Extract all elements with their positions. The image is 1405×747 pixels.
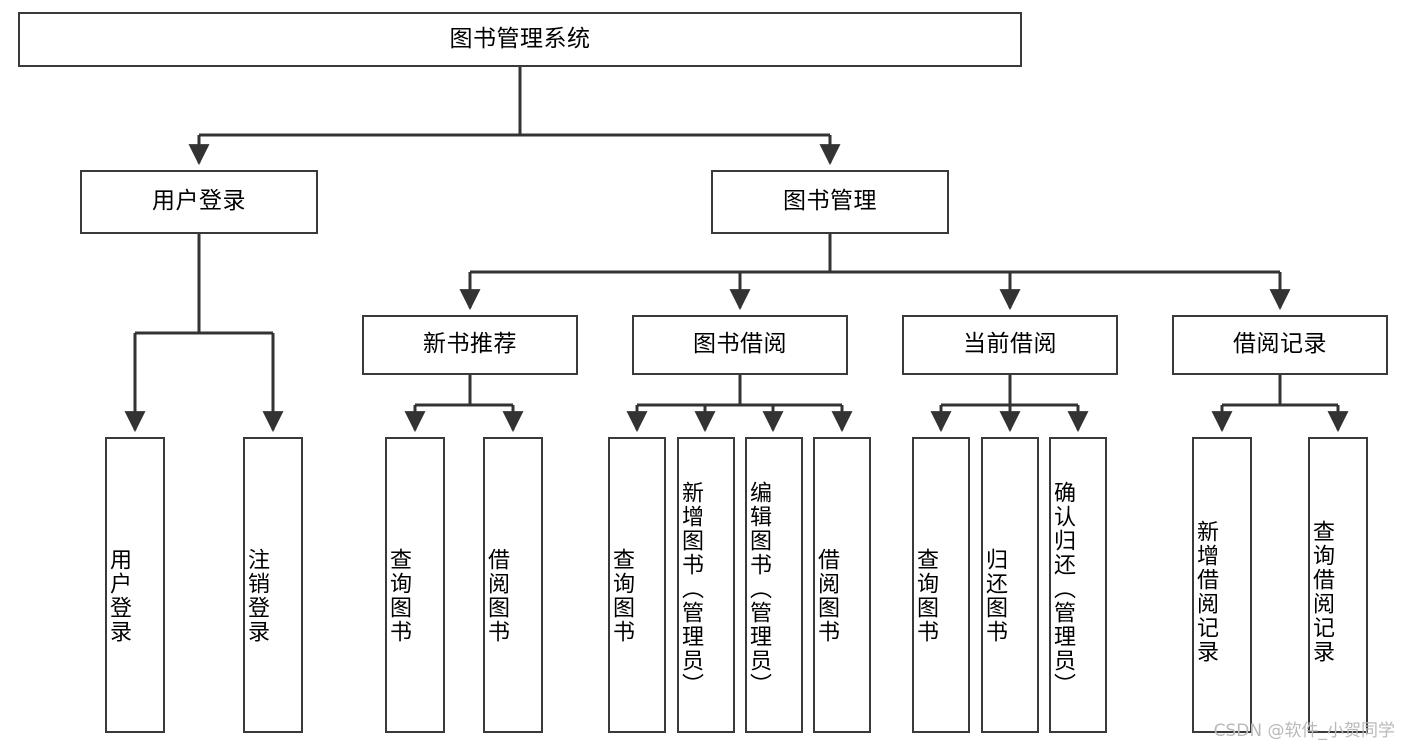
node-leaf-add-borrow-record[interactable]: 新增借阅记录 [1192, 437, 1252, 733]
node-label: 借阅图书 [814, 548, 839, 644]
node-label: 当前借阅 [963, 331, 1057, 358]
node-label: 图书管理 [783, 188, 877, 215]
node-leaf-borrow-book-recommend[interactable]: 借阅图书 [483, 437, 543, 733]
node-leaf-add-book-admin[interactable]: 新增图书（管理员） [677, 437, 735, 733]
node-leaf-return-book[interactable]: 归还图书 [981, 437, 1039, 733]
node-label: 查询图书 [609, 548, 634, 644]
node-leaf-query-book-recommend[interactable]: 查询图书 [385, 437, 445, 733]
node-current-borrow[interactable]: 当前借阅 [902, 315, 1118, 375]
node-label: 归还图书 [982, 548, 1007, 644]
node-label: 新增借阅记录 [1193, 520, 1218, 664]
node-book-management[interactable]: 图书管理 [711, 170, 949, 234]
node-label: 借阅记录 [1233, 331, 1327, 358]
node-label: 用户登录 [106, 548, 131, 644]
node-label: 用户登录 [152, 188, 246, 215]
node-leaf-edit-book-admin[interactable]: 编辑图书（管理员） [745, 437, 803, 733]
node-borrow-record[interactable]: 借阅记录 [1172, 315, 1388, 375]
node-label: 确认归还（管理员） [1050, 481, 1075, 697]
node-leaf-query-book-borrow[interactable]: 查询图书 [608, 437, 666, 733]
node-leaf-logout-login[interactable]: 注销登录 [243, 437, 303, 733]
node-leaf-borrow-book[interactable]: 借阅图书 [813, 437, 871, 733]
node-leaf-query-book-current[interactable]: 查询图书 [912, 437, 970, 733]
node-leaf-confirm-return-admin[interactable]: 确认归还（管理员） [1049, 437, 1107, 733]
node-book-borrow[interactable]: 图书借阅 [632, 315, 848, 375]
node-label: 图书借阅 [693, 331, 787, 358]
node-label: 注销登录 [244, 548, 269, 644]
csdn-watermark: CSDN @软件_小贺同学 [1213, 721, 1395, 741]
node-label: 编辑图书（管理员） [746, 481, 771, 697]
node-label: 借阅图书 [484, 548, 509, 644]
node-user-login[interactable]: 用户登录 [80, 170, 318, 234]
node-leaf-user-login[interactable]: 用户登录 [105, 437, 165, 733]
node-leaf-query-borrow-record[interactable]: 查询借阅记录 [1308, 437, 1368, 733]
node-label: 新书推荐 [423, 331, 517, 358]
node-label: 查询图书 [913, 548, 938, 644]
node-label: 查询图书 [386, 548, 411, 644]
node-label: 新增图书（管理员） [678, 481, 703, 697]
node-new-book-recommend[interactable]: 新书推荐 [362, 315, 578, 375]
node-label: 图书管理系统 [449, 25, 591, 52]
node-root-system[interactable]: 图书管理系统 [18, 12, 1022, 67]
node-label: 查询借阅记录 [1309, 520, 1334, 664]
